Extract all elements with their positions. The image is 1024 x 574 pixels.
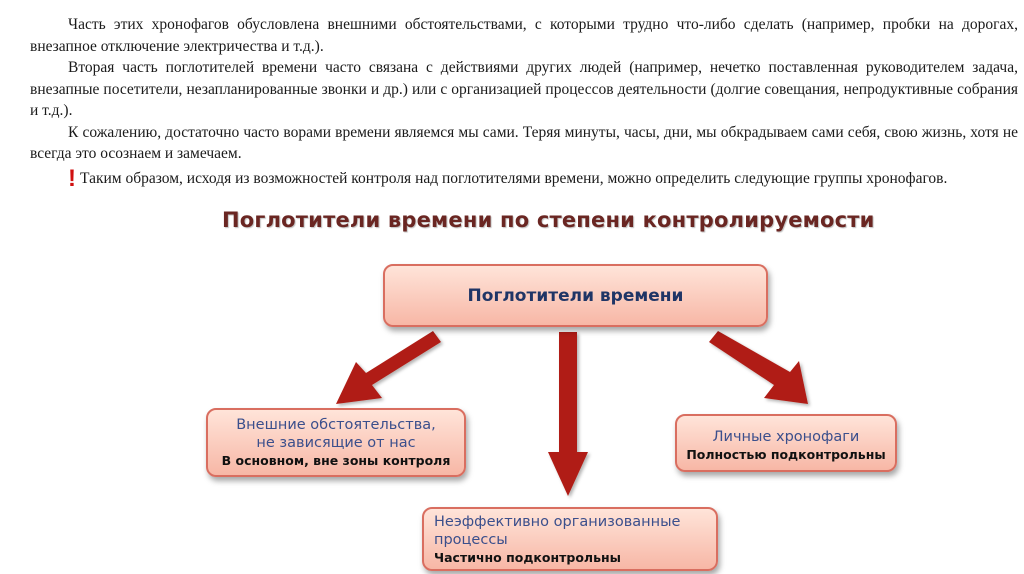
paragraph-1: Часть этих хронофагов обусловлена внешни… bbox=[30, 16, 1018, 55]
external-circumstances-node: Внешние обстоятельства, не зависящие от … bbox=[206, 408, 466, 477]
personal-label: Личные хронофаги bbox=[712, 429, 860, 445]
external-label-line1: Внешние обстоятельства, bbox=[236, 417, 436, 433]
processes-label-line1: Неэффективно организованные bbox=[434, 514, 681, 530]
paragraph-4-text: Таким образом, исходя из возможностей ко… bbox=[80, 169, 948, 187]
processes-label-line2: процессы bbox=[434, 532, 508, 548]
root-node-label: Поглотители времени bbox=[467, 285, 684, 306]
paragraph-4: !Таким образом, исходя из возможностей к… bbox=[30, 165, 1018, 190]
paragraph-2: Вторая часть поглотителей времени часто … bbox=[30, 59, 1018, 119]
inefficient-processes-node: Неэффективно организованные процессы Час… bbox=[422, 507, 718, 571]
personal-chronophages-node: Личные хронофаги Полностью подконтрольны bbox=[675, 414, 897, 472]
arrow-left bbox=[336, 331, 441, 404]
external-label-line2: не зависящие от нас bbox=[256, 435, 416, 451]
paragraph-3: К сожалению, достаточно часто ворами вре… bbox=[30, 123, 1018, 163]
diagram-title: Поглотители времени по степени контролир… bbox=[222, 208, 875, 232]
personal-control-note: Полностью подконтрольны bbox=[686, 447, 886, 462]
arrow-down bbox=[548, 332, 588, 496]
article-text: Часть этих хронофагов обусловлена внешни… bbox=[30, 14, 1018, 190]
external-control-note: В основном, вне зоны контроля bbox=[221, 453, 451, 468]
root-node: Поглотители времени bbox=[383, 264, 768, 327]
exclamation-icon: ! bbox=[68, 164, 76, 192]
arrow-right bbox=[709, 331, 808, 404]
processes-control-note: Частично подконтрольны bbox=[434, 550, 621, 565]
